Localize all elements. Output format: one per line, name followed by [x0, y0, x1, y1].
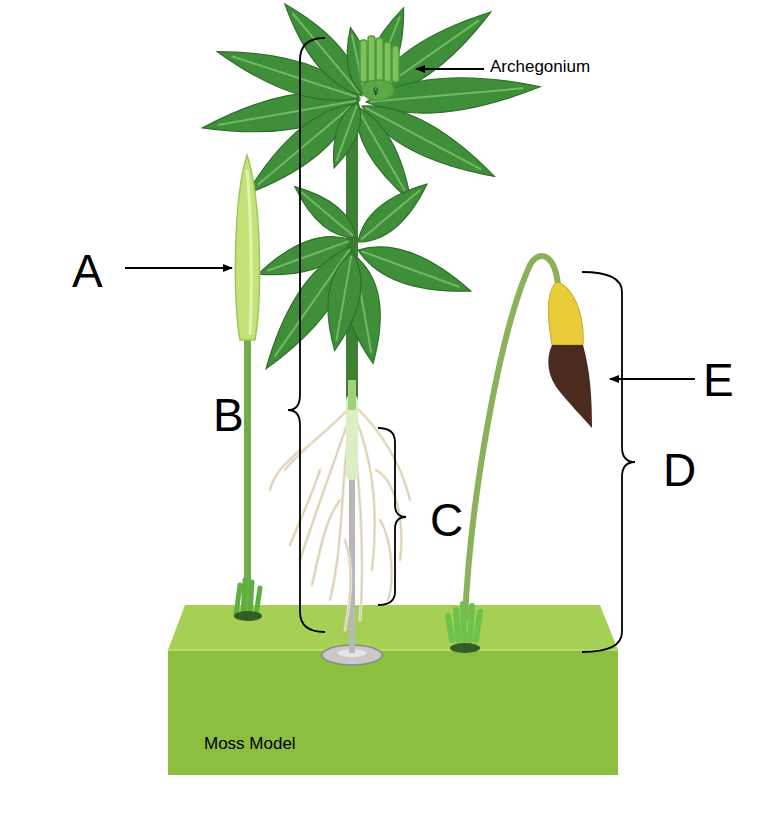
archegonium-cluster-part	[362, 80, 394, 100]
gametophyte-leaves-part	[361, 190, 420, 239]
left-spike-part	[244, 320, 251, 615]
model-base-part	[168, 650, 618, 775]
rhizoids-part	[345, 540, 351, 630]
callout-letter: E	[703, 355, 734, 406]
gametophyte-leaves-part	[362, 251, 460, 287]
part-label: Moss Model	[204, 735, 296, 754]
archegonium-cluster-part	[384, 42, 391, 82]
rhizoids-part	[270, 450, 300, 490]
gametophyte-leaves-part	[287, 178, 363, 247]
rhizoids	[270, 405, 410, 630]
gametophyte-leaves-part	[319, 249, 367, 353]
left-spike-part	[235, 155, 259, 340]
callout-letter: C	[430, 495, 463, 546]
archegonium-cluster	[360, 36, 399, 100]
part-label: Archegonium	[490, 58, 590, 77]
left-spike-part	[236, 580, 260, 615]
gametophyte-leaves-part	[350, 174, 436, 252]
rhizoids-part	[380, 520, 392, 600]
sporophyte-part	[448, 604, 480, 640]
gametophyte-leaves-part	[358, 109, 406, 191]
gametophyte-stem-part	[348, 380, 356, 410]
leader-arrows	[125, 69, 695, 379]
gametophyte-leaves	[199, 0, 541, 379]
brackets	[288, 38, 635, 652]
sporophyte-part	[450, 643, 480, 653]
left-spike-part	[247, 170, 251, 335]
sporophyte	[448, 256, 592, 653]
left-spike-part	[234, 611, 262, 621]
leader-arrows-part	[125, 267, 232, 269]
archegonium-cluster-part	[368, 36, 375, 82]
gametophyte-leaves-part	[336, 256, 351, 341]
model-base	[168, 605, 618, 775]
callout-letter: B	[213, 390, 244, 441]
brackets-part	[582, 272, 635, 652]
rhizoids-part	[380, 520, 392, 600]
archegonium-cluster-part	[392, 46, 399, 82]
archegonium-cluster-part	[376, 38, 383, 82]
rhizoids-part	[345, 540, 351, 630]
sporophyte-part	[548, 345, 592, 428]
gametophyte-leaves-part	[324, 98, 367, 171]
leader-arrows-part	[416, 68, 484, 70]
sporophyte-part	[465, 256, 558, 620]
archegonium-cluster-part	[360, 40, 367, 82]
rhizoids-part	[312, 500, 340, 585]
rhizoids-part	[290, 470, 320, 545]
gametophyte-leaves-part	[336, 106, 356, 161]
callout-letter: A	[72, 246, 103, 297]
rhizoids-part	[270, 450, 300, 490]
rhizoids-part	[354, 405, 410, 500]
gametophyte-leaves-part	[301, 192, 353, 236]
rhizoids-part	[312, 500, 340, 585]
left-spike	[234, 155, 262, 621]
rhizoids-part	[354, 405, 410, 500]
rhizoids-part	[290, 470, 320, 545]
sporophyte-part	[548, 282, 583, 345]
callout-letter: D	[663, 445, 696, 496]
model-base-part	[168, 649, 618, 651]
part-label: ♀	[370, 83, 381, 100]
leader-arrows-part	[610, 378, 695, 380]
brackets-part	[288, 38, 325, 632]
brackets-part	[378, 428, 406, 605]
